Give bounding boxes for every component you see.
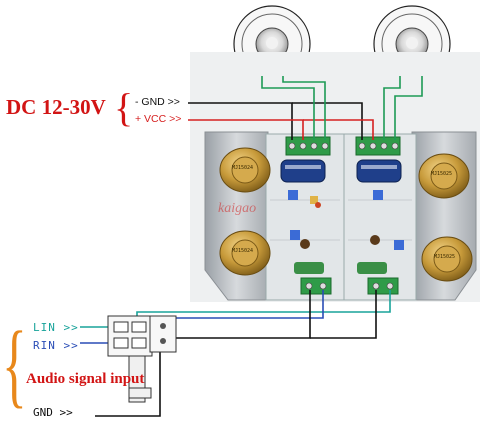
capacitor-icon-right [356, 159, 402, 183]
power-wires [188, 102, 374, 140]
transistor-label-br: MJ15025 [434, 254, 456, 260]
input-lin-label: LIN >> [33, 321, 79, 334]
power-voltage-label: DC 12-30V [6, 95, 106, 119]
transistor-label-tl: MJ15024 [232, 165, 254, 171]
rca-jack-icon [107, 315, 177, 403]
small-components [288, 190, 404, 274]
watermark: kaigao [218, 201, 257, 216]
transistor-icon-bottom-left [219, 230, 271, 276]
transistor-icon-bottom-right [421, 236, 473, 282]
transistor-icon-top-left [219, 147, 271, 193]
audio-input-title: Audio signal input [26, 371, 145, 387]
power-brace: { [114, 85, 134, 130]
power-vcc-label: + VCC >> [135, 113, 182, 125]
terminal-block-icon-top [285, 136, 401, 156]
capacitor-icon-left [280, 159, 326, 183]
transistor-icon-top-right [418, 153, 470, 199]
speaker-wires [261, 76, 423, 140]
transistor-label-bl: MJ15024 [232, 248, 254, 254]
input-brace: { [2, 313, 27, 417]
input-gnd-label: GND >> [33, 406, 73, 419]
power-gnd-label: - GND >> [135, 96, 180, 108]
input-rin-label: RIN >> [33, 339, 79, 352]
transistor-label-tr: MJ15025 [431, 171, 453, 177]
